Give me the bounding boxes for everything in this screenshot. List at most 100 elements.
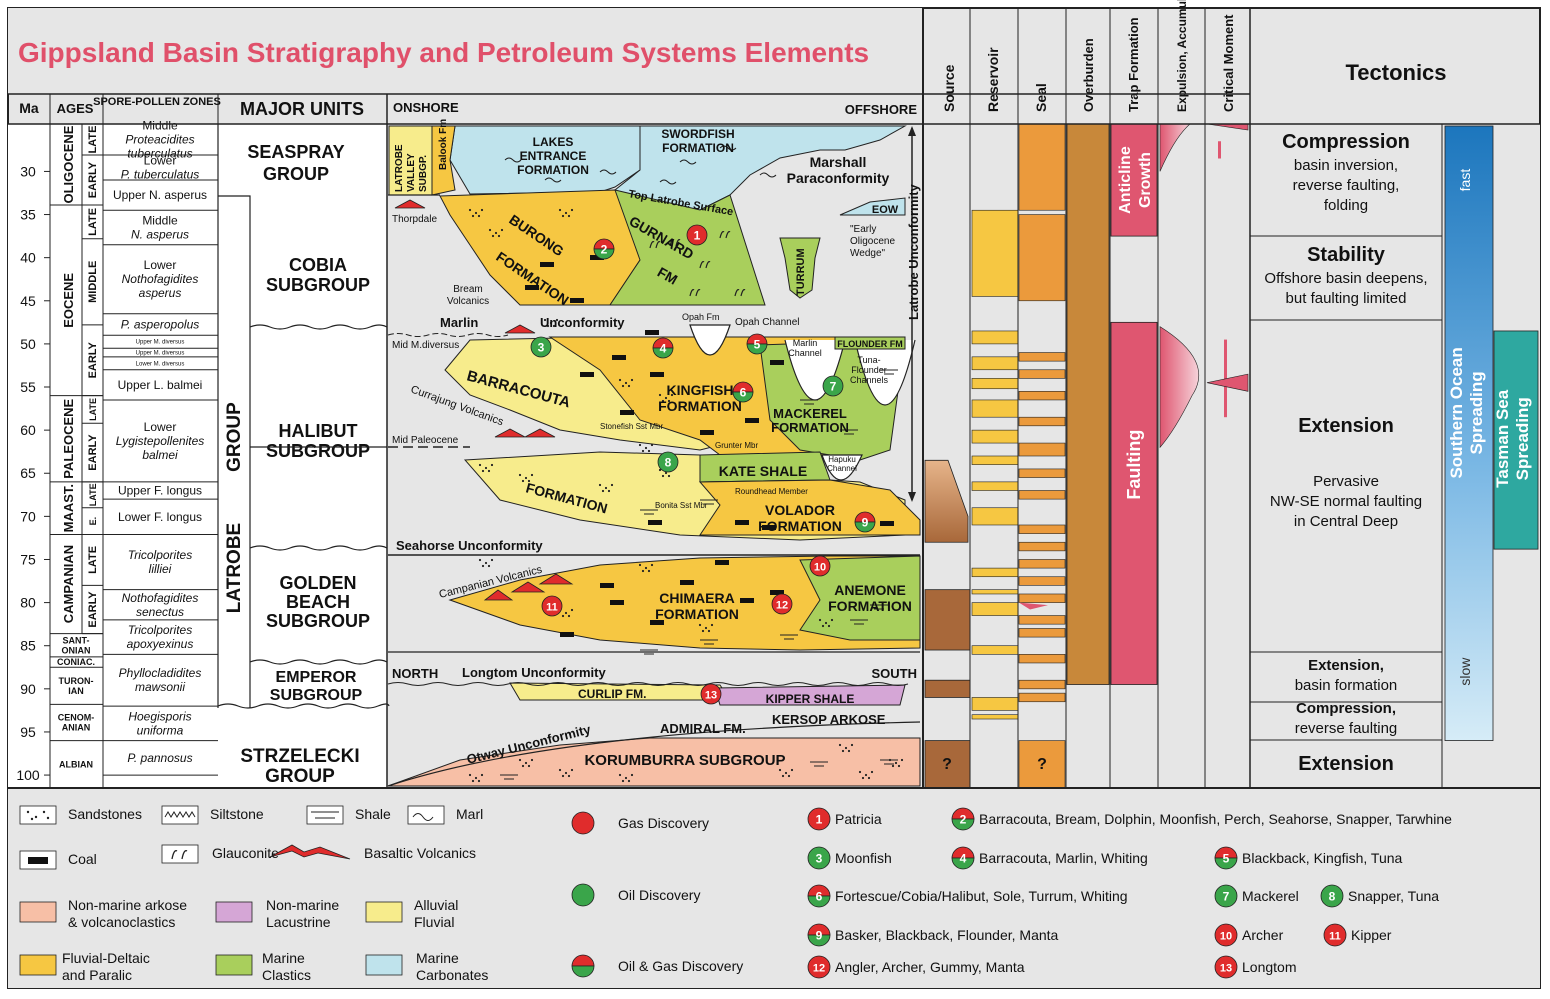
- seal-band: [1018, 593, 1066, 603]
- reservoir-band: [971, 209, 1019, 297]
- sandstone-dot: [527, 764, 531, 768]
- sandstone-dot: [710, 623, 714, 627]
- header-expulsion: Expulsion, Accumulation: [1175, 0, 1189, 112]
- reservoir-band: [971, 507, 1019, 526]
- sandstone-dot: [552, 324, 556, 328]
- subepoch-label: EARLY: [87, 434, 99, 471]
- tasman-sea-spreading-bar: [1493, 330, 1539, 550]
- svg-text:13: 13: [1220, 963, 1232, 975]
- sandstone-dot: [618, 378, 622, 382]
- sandstone-dot: [607, 489, 611, 493]
- coal-mark: [770, 360, 784, 365]
- sandstone-dot: [630, 773, 634, 777]
- turrum-label: TURRUM: [795, 248, 807, 296]
- sandstone-dot: [478, 558, 482, 562]
- column-headers: Ma AGES SPORE-POLLEN ZONES MAJOR UNITS O…: [19, 0, 1446, 119]
- discovery-marker-6: 6: [807, 884, 831, 908]
- svg-text:12: 12: [813, 963, 825, 975]
- sandstone-dot: [494, 231, 498, 235]
- sandstone-dot: [500, 228, 504, 232]
- overburden-bar: [1066, 123, 1110, 685]
- epoch-label: EOCENE: [61, 273, 76, 328]
- opah-fm-label: Opah Fm: [682, 312, 720, 322]
- southern-ocean-label: Southern OceanSpreading: [1447, 347, 1486, 478]
- sandstone-dot: [518, 473, 522, 477]
- coal-mark: [650, 372, 664, 377]
- spreading-fast-label: fast: [1457, 169, 1473, 192]
- coal-mark: [570, 298, 584, 303]
- opah-channel-label: Opah Channel: [735, 317, 800, 328]
- legend-field-label: Archer: [1242, 927, 1284, 943]
- hapuku-channel: [821, 454, 863, 481]
- legend-lith-swatch: [306, 805, 344, 825]
- admiral-label: ADMIRAL FM.: [660, 721, 746, 736]
- sandstone-dot: [647, 449, 651, 453]
- sandstone-dot: [650, 563, 654, 567]
- sandstone-dot: [838, 743, 842, 747]
- sandstone-dot: [530, 473, 534, 477]
- ma-tick-label: 50: [20, 336, 36, 352]
- sandstone-dot: [658, 468, 662, 472]
- svg-text:8: 8: [1329, 890, 1336, 904]
- discovery-marker-1: 1: [686, 224, 708, 246]
- source-gradient-block: [924, 459, 969, 543]
- epoch-label: OLIGOCENE: [61, 125, 76, 203]
- coal-mark: [648, 520, 662, 525]
- frame-lines: [8, 8, 1540, 789]
- tectonic-title: Stability: [1307, 244, 1386, 266]
- legend-facies-swatch: [215, 901, 253, 923]
- epoch-label: PALEOCENE: [61, 398, 76, 478]
- legend-field-label: Mackerel: [1242, 888, 1299, 904]
- marl-mark: [659, 179, 677, 185]
- latrobe-unconformity-label: Latrobe Unconformity: [906, 183, 921, 320]
- discovery-marker-9: 9: [807, 923, 831, 947]
- reservoir-band: [971, 645, 1019, 655]
- discovery-marker-5: 5: [1214, 846, 1238, 870]
- svg-text:6: 6: [816, 890, 823, 904]
- svg-text:3: 3: [816, 852, 823, 866]
- subepoch-label: LATE: [88, 398, 98, 421]
- sandstone-dot: [784, 771, 788, 775]
- seal-band: [1018, 654, 1066, 664]
- sandstone-dot: [567, 614, 571, 618]
- sandstone-dot: [827, 624, 831, 628]
- sandstone-dot: [555, 318, 559, 322]
- discovery-marker-8: 8: [657, 451, 679, 473]
- seal-band: [1018, 391, 1066, 401]
- sandstone-dot: [900, 758, 904, 762]
- sandstone-dot: [491, 234, 495, 238]
- sandstone-dot: [624, 776, 628, 780]
- legend-facies-swatch: [19, 954, 57, 976]
- svg-text:7: 7: [1223, 890, 1230, 904]
- source-block: [924, 679, 971, 698]
- reservoir-band: [971, 589, 1019, 595]
- spore-pollen-zone: Lower F. longus: [118, 510, 202, 524]
- legend-field-label: Longtom: [1242, 959, 1296, 975]
- tectonic-title: Compression,: [1296, 700, 1396, 717]
- coal-mark: [525, 285, 539, 290]
- marl-mark: [759, 172, 777, 178]
- seal-band: [1018, 679, 1066, 690]
- reservoir-band: [971, 399, 1019, 418]
- longtom-label: Longtom Unconformity: [462, 665, 606, 680]
- coal-mark: [715, 560, 729, 565]
- reservoir-band: [971, 429, 1019, 444]
- header-critical: Critical Moment: [1221, 14, 1236, 112]
- glauconite-mark: [719, 231, 731, 239]
- reservoir-band: [971, 602, 1019, 616]
- tectonic-title: Extension,: [1308, 657, 1384, 674]
- svg-text:9: 9: [816, 929, 823, 943]
